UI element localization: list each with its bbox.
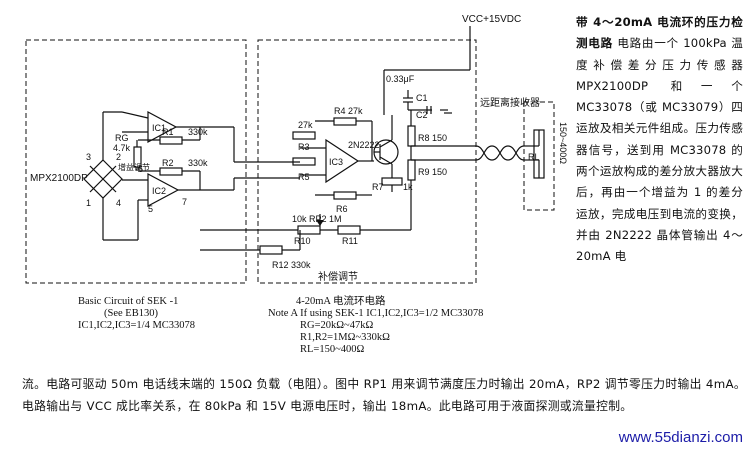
svg-text:7: 7: [182, 197, 187, 207]
svg-text:27k: 27k: [298, 120, 313, 130]
svg-text:R6: R6: [336, 204, 348, 214]
svg-text:R9 150: R9 150: [418, 167, 447, 177]
svg-text:IC3: IC3: [329, 157, 343, 167]
side-caption-title: 带 4～20mA 电流环的压力检测电路: [576, 15, 743, 51]
vcc-label: VCC+15VDC: [462, 14, 521, 25]
svg-text:R1: R1: [162, 127, 174, 137]
transistor-2n2222: 2N2222: [348, 115, 399, 178]
resistor-r3: 27k R3: [292, 120, 316, 152]
capacitor-c2: C2: [408, 106, 452, 120]
svg-text:R8 150: R8 150: [418, 133, 447, 143]
side-caption: 带 4～20mA 电流环的压力检测电路 电路由一个 100kPa 温度补偿差分压…: [576, 12, 743, 268]
svg-text:R10: R10: [294, 236, 311, 246]
current-loop-note: 4-20mA 电流环电路 Note A If using SEK-1 IC1,I…: [268, 296, 484, 355]
resistor-r6: R6: [315, 191, 372, 214]
svg-text:330k: 330k: [188, 127, 208, 137]
svg-text:R7: R7: [372, 182, 384, 192]
gain-adjust-label: 增益调节: [118, 162, 150, 172]
op-amp-ic1: IC1: [103, 110, 234, 144]
svg-text:330k: 330k: [188, 158, 208, 168]
svg-text:10k RP2 1M: 10k RP2 1M: [292, 214, 342, 224]
svg-text:R2: R2: [162, 158, 174, 168]
resistor-r5: R5: [292, 157, 316, 182]
svg-text:R12 330k: R12 330k: [272, 260, 311, 270]
resistor-rg: RG 4.7k 增益调节: [113, 133, 150, 172]
svg-text:C2: C2: [416, 110, 428, 120]
watermark: www.55dianzi.com: [618, 429, 743, 446]
resistor-r8: R8 150: [407, 110, 447, 147]
compensation-network: R10 R11 10k RP2 1M R12 330k 补偿调节: [200, 212, 412, 283]
resistor-r7: R7 1k: [372, 177, 413, 192]
svg-text:RG: RG: [115, 133, 129, 143]
bottom-caption: 流。电路可驱动 50m 电话线末端的 150Ω 负载（电阻）。图中 RP1 用来…: [22, 377, 746, 413]
basic-circuit-boundary: [25, 39, 247, 284]
resistor-r2: R2 330k: [138, 158, 208, 190]
svg-text:R5: R5: [298, 172, 310, 182]
svg-text:2N2222: 2N2222: [348, 140, 380, 150]
svg-text:5: 5: [148, 204, 153, 214]
svg-text:IC1: IC1: [152, 123, 166, 133]
svg-text:150~400Ω: 150~400Ω: [558, 122, 568, 164]
svg-text:3: 3: [86, 152, 91, 162]
svg-text:1k: 1k: [403, 182, 413, 192]
op-amp-ic2: IC2 5 6 7: [103, 164, 234, 241]
side-caption-body: 电路由一个 100kPa 温度补偿差分压力传感器 MPX2100DP 和一个 M…: [576, 36, 744, 264]
cap-value-label: 0.33μF: [386, 74, 415, 84]
load-resistor-rl: RL 150~400Ω: [523, 101, 568, 211]
svg-text:R4 27k: R4 27k: [334, 106, 363, 116]
pressure-sensor: MPX2100DP 3 2 1 4: [30, 112, 123, 240]
svg-text:2: 2: [116, 152, 121, 162]
capacitor-c1: C1: [403, 90, 428, 110]
svg-text:R11: R11: [342, 236, 358, 246]
resistor-r4: R4 27k: [315, 106, 373, 161]
vcc-rail: VCC+15VDC 0.33μF: [383, 14, 521, 115]
svg-text:补偿调节: 补偿调节: [318, 270, 358, 283]
svg-text:4.7k: 4.7k: [113, 143, 131, 153]
op-amp-ic3: IC3: [300, 138, 360, 184]
resistor-r9: R9 150: [407, 146, 447, 212]
svg-text:C1: C1: [416, 93, 428, 103]
receiver-label: 远距离接收器: [480, 96, 540, 109]
svg-text:4: 4: [116, 198, 121, 208]
basic-circuit-note: Basic Circuit of SEK -1 (See EB130) IC1,…: [78, 296, 196, 331]
sensor-label: MPX2100DP: [30, 173, 88, 184]
twisted-pair-line: 远距离接收器: [411, 96, 540, 161]
svg-text:6: 6: [138, 164, 143, 174]
svg-text:1: 1: [86, 198, 91, 208]
svg-text:IC2: IC2: [152, 186, 166, 196]
svg-text:R3: R3: [298, 142, 310, 152]
svg-text:RL: RL: [528, 152, 540, 162]
resistor-r1: R1 330k: [138, 127, 208, 145]
